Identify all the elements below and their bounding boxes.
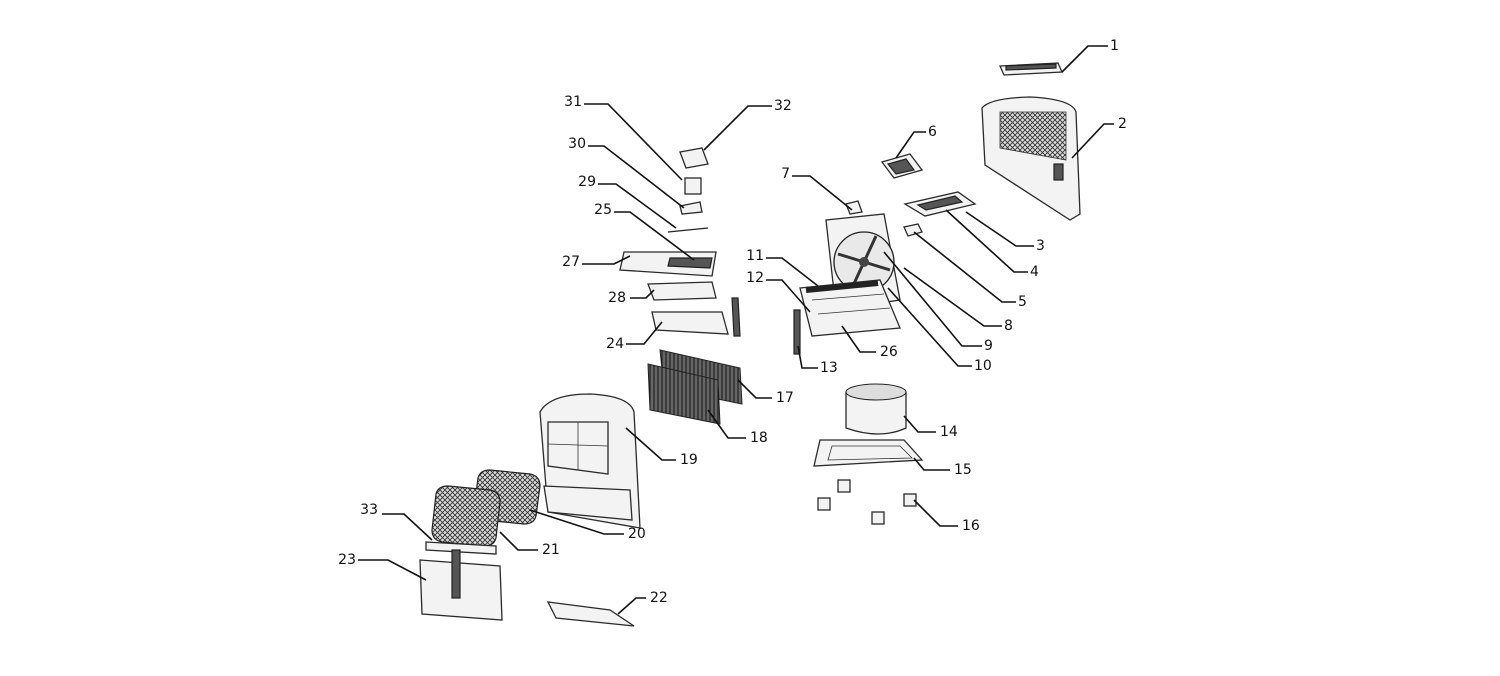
label-13: 13 xyxy=(820,360,838,376)
label-19: 19 xyxy=(680,452,698,468)
part-20-21-filters xyxy=(431,469,541,547)
label-23: 23 xyxy=(338,552,356,568)
label-9: 9 xyxy=(984,338,993,354)
part-19-front-cabinet xyxy=(539,393,641,529)
part-18-condenser xyxy=(647,363,721,425)
label-31: 31 xyxy=(564,94,582,110)
callout-labels: 1 2 3 4 5 6 7 8 9 10 11 12 13 14 15 16 1… xyxy=(338,38,1127,606)
label-3: 3 xyxy=(1036,238,1045,254)
label-2: 2 xyxy=(1118,116,1127,132)
label-24: 24 xyxy=(606,336,624,352)
part-5-clip xyxy=(903,223,923,237)
part-2-rear-cover xyxy=(981,96,1081,221)
label-27: 27 xyxy=(562,254,580,270)
label-6: 6 xyxy=(928,124,937,140)
label-21: 21 xyxy=(542,542,560,558)
label-11: 11 xyxy=(746,248,764,264)
label-17: 17 xyxy=(776,390,794,406)
part-23-water-tank xyxy=(419,549,503,621)
label-7: 7 xyxy=(781,166,790,182)
part-10-11-12-26-frame xyxy=(799,279,901,337)
part-14-compressor xyxy=(845,383,907,435)
label-30: 30 xyxy=(568,136,586,152)
label-32: 32 xyxy=(774,98,792,114)
part-1-handle xyxy=(999,62,1063,76)
label-26: 26 xyxy=(880,344,898,360)
label-1: 1 xyxy=(1110,38,1119,54)
part-13-rod xyxy=(793,309,801,355)
parts xyxy=(419,62,1081,627)
label-16: 16 xyxy=(962,518,980,534)
label-8: 8 xyxy=(1004,318,1013,334)
label-29: 29 xyxy=(578,174,596,190)
part-6-control-box xyxy=(880,153,924,179)
label-4: 4 xyxy=(1030,264,1039,280)
label-20: 20 xyxy=(628,526,646,542)
part-22-bottom-plate xyxy=(546,601,635,627)
part-15-base-plate xyxy=(813,439,924,467)
label-14: 14 xyxy=(940,424,958,440)
part-16-feet xyxy=(817,479,917,525)
label-28: 28 xyxy=(608,290,626,306)
part-25-filter xyxy=(667,257,713,269)
leader-lines xyxy=(358,45,1114,615)
part-3-4-bracket xyxy=(903,191,977,217)
label-10: 10 xyxy=(974,358,992,374)
part-7-clip xyxy=(845,200,863,215)
part-33-bar xyxy=(425,541,497,555)
label-22: 22 xyxy=(650,590,668,606)
label-12: 12 xyxy=(746,270,764,286)
label-18: 18 xyxy=(750,430,768,446)
label-25: 25 xyxy=(594,202,612,218)
label-15: 15 xyxy=(954,462,972,478)
label-33: 33 xyxy=(360,502,378,518)
part-29-32-stack xyxy=(667,147,709,233)
label-5: 5 xyxy=(1018,294,1027,310)
